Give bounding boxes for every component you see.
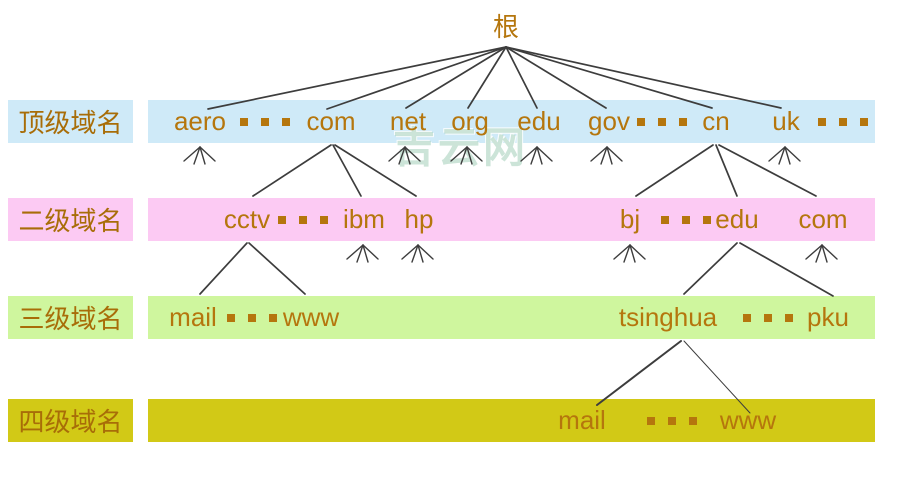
ellipsis-dots [818, 100, 868, 143]
subtree-fan [821, 244, 828, 263]
tree-edge [505, 46, 713, 109]
subtree-fan [613, 244, 631, 260]
subtree-fan [784, 146, 801, 162]
node-fourth-level-mail: mail [558, 405, 606, 435]
subtree-fan [199, 146, 206, 165]
tree-edge [332, 144, 362, 197]
node-top-level-edu: edu [517, 106, 561, 136]
node-top-level-aero: aero [173, 106, 227, 136]
subtree-fan [784, 146, 791, 165]
node-second-level-cctv: cctv [223, 204, 271, 234]
node-second-level-ibm: ibm [343, 204, 385, 234]
subtree-fan [530, 146, 538, 165]
ellipsis-dots [647, 399, 697, 442]
subtree-fan [183, 146, 201, 162]
subtree-fan [590, 146, 608, 162]
subtree-fan [362, 244, 379, 260]
subtree-fan [629, 244, 646, 260]
node-top-level-net: net [389, 106, 427, 136]
node-third-level-www: www [282, 302, 340, 332]
subtree-fan [805, 244, 823, 260]
tree-edge [405, 46, 507, 109]
node-top-level-gov: gov [588, 106, 630, 136]
node-fourth-level-www: www [719, 405, 777, 435]
tree-edge [505, 46, 782, 109]
subtree-fan [536, 146, 543, 165]
ellipsis-dots [661, 198, 711, 241]
node-top-level-com: com [306, 106, 356, 136]
subtree-fan [815, 244, 823, 263]
tree-edge [252, 144, 332, 197]
subtree-fan [600, 146, 608, 165]
tree-edge [467, 46, 507, 109]
tree-edge [718, 144, 817, 197]
row-label-top-level: 顶级域名 [8, 100, 133, 143]
ellipsis-dots [240, 100, 290, 143]
subtree-fan [606, 146, 613, 165]
subtree-fan [778, 146, 786, 165]
subtree-fan [401, 244, 419, 260]
subtree-fan [629, 244, 636, 263]
subtree-fan [193, 146, 201, 165]
tree-edge [199, 242, 248, 295]
node-second-level-edu: edu [715, 204, 759, 234]
subtree-fan [362, 244, 369, 263]
ellipsis-dots [743, 296, 793, 339]
tree-edge [635, 144, 714, 197]
subtree-fan [536, 146, 553, 162]
row-label-second-level: 二级域名 [8, 198, 133, 241]
tree-edge [596, 340, 682, 406]
subtree-fan [417, 244, 434, 260]
row-band-second-level [148, 198, 875, 241]
tree-edge [739, 242, 834, 297]
ellipsis-dots [227, 296, 277, 339]
node-second-level-hp: hp [404, 204, 434, 234]
node-top-level-uk: uk [772, 106, 800, 136]
ellipsis-dots [637, 100, 687, 143]
subtree-fan [768, 146, 786, 162]
subtree-fan [346, 244, 364, 260]
subtree-fan [417, 244, 424, 263]
subtree-fan [821, 244, 838, 260]
node-third-level-tsinghua: tsinghua [618, 302, 718, 332]
tree-edge [715, 144, 738, 197]
tree-edge [505, 46, 607, 109]
tree-edge [683, 242, 738, 295]
subtree-fan [606, 146, 623, 162]
ellipsis-dots [278, 198, 328, 241]
tree-edge [505, 46, 538, 109]
row-band-fourth-level [148, 399, 875, 442]
node-top-level-cn: cn [702, 106, 730, 136]
row-label-third-level: 三级域名 [8, 296, 133, 339]
subtree-fan [411, 244, 419, 263]
node-third-level-mail: mail [169, 302, 217, 332]
node-third-level-pku: pku [807, 302, 849, 332]
root-node: 根 [492, 12, 520, 42]
node-second-level-bj: bj [619, 204, 641, 234]
subtree-fan [623, 244, 631, 263]
node-top-level-org: org [451, 106, 489, 136]
subtree-fan [199, 146, 216, 162]
node-second-level-com: com [798, 204, 848, 234]
tree-edge [248, 242, 306, 295]
subtree-fan [356, 244, 364, 263]
row-label-fourth-level: 四级域名 [8, 399, 133, 442]
